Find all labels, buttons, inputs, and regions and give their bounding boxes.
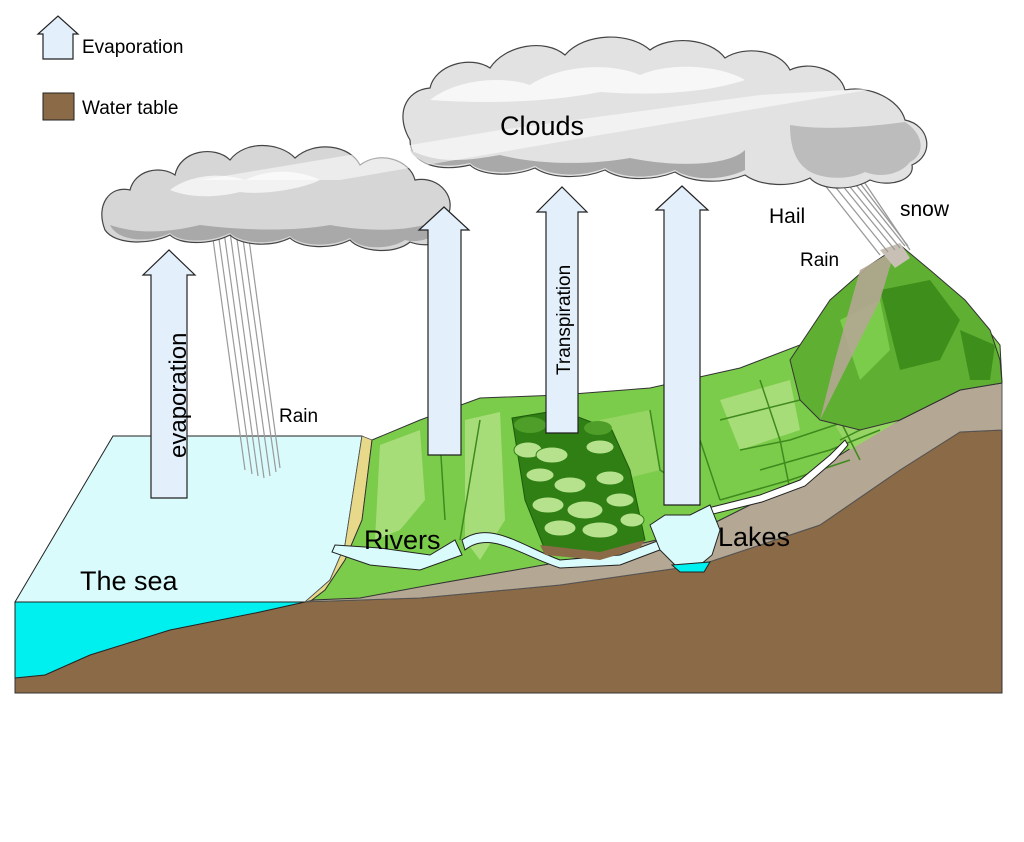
cloud-left-shade [110, 220, 441, 248]
legend-water-table-swatch [42, 92, 75, 121]
cloud-right-highlight [430, 66, 745, 103]
lake-water [670, 561, 711, 573]
transpiration-arrow [535, 186, 589, 434]
sea-surface [14, 435, 363, 603]
lake [649, 504, 721, 573]
river-left [331, 539, 463, 571]
rain-mountain-label: Rain [800, 250, 839, 271]
evaporation-arrow-river [417, 206, 471, 456]
forest-soil [540, 540, 645, 560]
field-patch [375, 430, 425, 540]
river-upper [699, 439, 849, 517]
legend-water-table-label: Water table [82, 98, 178, 119]
evaporation-arrow-label: evaporation [165, 333, 192, 458]
forest [511, 409, 646, 560]
hail-label: Hail [769, 205, 805, 228]
arrows [141, 185, 710, 506]
tree-canopy [513, 439, 645, 539]
sea-water-body [14, 601, 306, 679]
snow-cap [880, 243, 910, 268]
evaporation-arrow-sea [141, 249, 197, 499]
clouds-label: Clouds [500, 111, 584, 141]
lake-surface [649, 504, 721, 566]
cloud-right-shade-2 [790, 122, 921, 178]
legend-evaporation-label: Evaporation [82, 37, 183, 58]
legend-evaporation-swatch [36, 15, 80, 60]
transpiration-arrow-label: Transpiration [554, 265, 575, 375]
field-patch [720, 380, 800, 450]
lakes-label: Lakes [718, 522, 790, 552]
snow-label: snow [900, 198, 950, 221]
cloud-right-shade [410, 150, 745, 179]
cloud-light-streak [200, 88, 880, 180]
mountain-rock [820, 250, 895, 420]
ground-block [14, 382, 1003, 694]
mountain-shade [960, 330, 995, 380]
legend: Evaporation Water table [36, 15, 183, 121]
rain-sea-label: Rain [279, 406, 318, 427]
mountain-shade [880, 280, 960, 370]
rivers-label: Rivers [364, 525, 441, 555]
the-sea-label: The sea [80, 566, 179, 596]
cloud-right [200, 36, 928, 189]
rain-streaks-sea [211, 231, 281, 479]
evaporation-arrow-lake [654, 185, 710, 506]
